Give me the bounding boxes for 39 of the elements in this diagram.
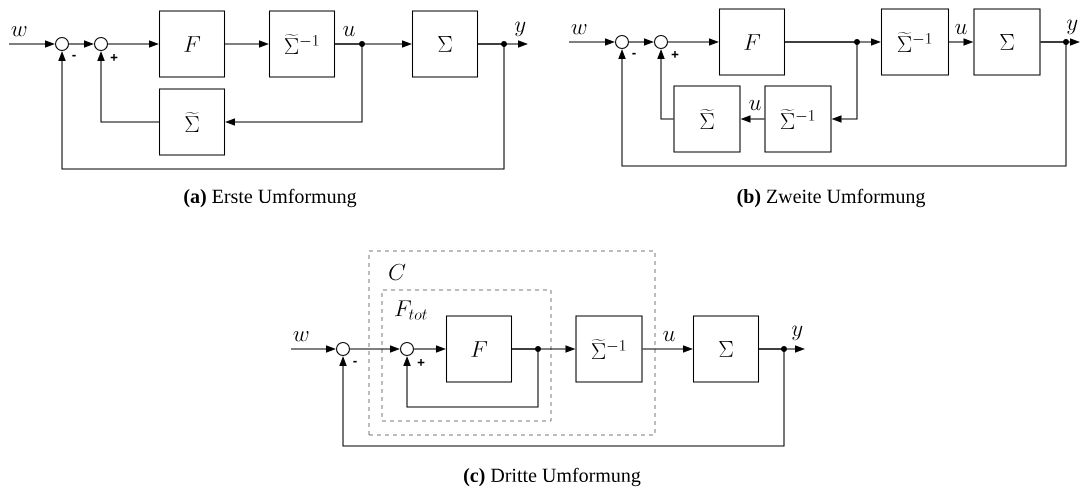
signal-label: $u$	[663, 330, 675, 342]
signal-label: $y$	[1066, 19, 1078, 35]
sign-label: +	[671, 51, 679, 58]
summing-junction	[54, 36, 70, 52]
sign-label: +	[110, 54, 118, 61]
block: $\Sigma$	[973, 8, 1041, 76]
caption: (b) Zweite Umformung	[737, 188, 926, 208]
sign-label: -	[72, 54, 76, 57]
summing-junction	[614, 34, 630, 50]
block: $\Sigma$	[411, 10, 479, 78]
signal-label: $u$	[749, 99, 761, 111]
summing-junction	[93, 36, 109, 52]
signal-label: $w$	[571, 23, 587, 35]
block: $F$	[718, 8, 786, 76]
block: $\widetilde{\Sigma}^{-1}$	[764, 85, 832, 153]
block: $\widetilde{\Sigma}^{-1}$	[880, 8, 950, 76]
block: $\widetilde{\Sigma}$	[673, 85, 741, 153]
block: $F$	[445, 315, 513, 383]
caption: (a) Erste Umformung	[184, 188, 357, 208]
summing-junction	[653, 34, 669, 50]
arrow	[403, 348, 539, 408]
signal-label: $u$	[955, 23, 967, 35]
block: $\Sigma$	[692, 315, 760, 383]
sign-label: -	[353, 360, 357, 363]
summing-junction	[335, 341, 351, 357]
signal-label: $y$	[791, 325, 803, 341]
block: $F$	[158, 10, 226, 78]
signal-label: $w$	[293, 330, 309, 342]
sign-label: +	[417, 359, 425, 366]
signal-label: $y$	[514, 21, 526, 37]
block: $\widetilde{\Sigma}^{-1}$	[268, 10, 336, 78]
signal-label: $w$	[11, 25, 27, 37]
block: $\widetilde{\Sigma}^{-1}$	[575, 315, 643, 383]
block: $\widetilde{\Sigma}$	[158, 88, 226, 156]
caption: (c) Dritte Umformung	[464, 467, 641, 487]
summing-junction	[399, 341, 415, 357]
signal-label: $u$	[343, 25, 355, 37]
arrow	[784, 41, 858, 123]
sign-label: -	[632, 52, 636, 55]
